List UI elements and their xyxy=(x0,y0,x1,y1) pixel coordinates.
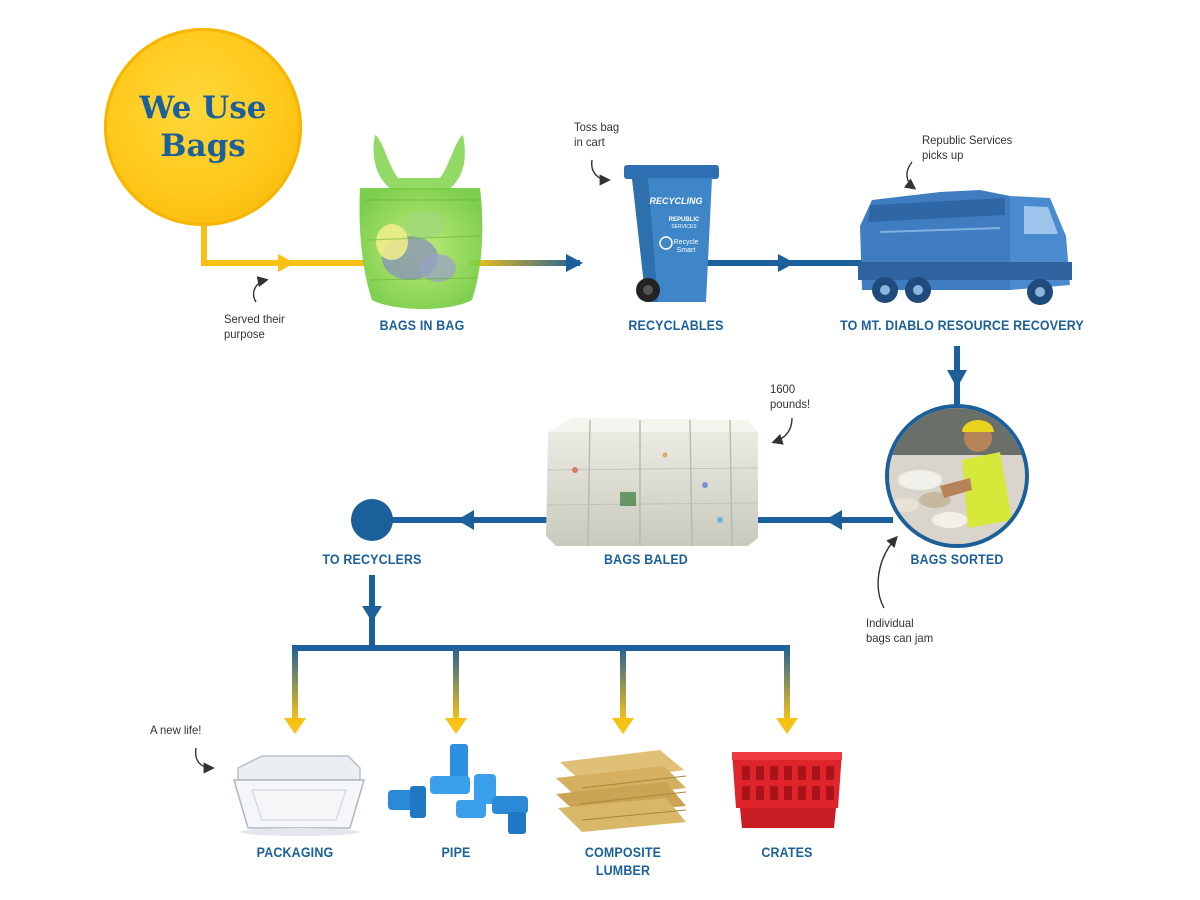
bale-image xyxy=(546,418,759,547)
cart-label: RECYCLING xyxy=(649,196,702,206)
label-bags-in-bag: BAGS IN BAG xyxy=(379,318,465,333)
note-jam-line1: Individual xyxy=(866,616,914,630)
note-served-line1: Served their xyxy=(224,312,285,326)
curved-arrow-icon xyxy=(771,417,793,445)
curved-arrow-icon xyxy=(591,159,611,186)
flow-arrow-left-2 xyxy=(457,510,474,530)
curved-arrow-icon xyxy=(252,276,269,303)
note-jam-line2: bags can jam xyxy=(866,631,934,645)
note-new-life-line1: A new life! xyxy=(150,723,202,737)
note-pounds: 1600 pounds! xyxy=(770,382,810,412)
label-lumber-2: LUMBER xyxy=(595,863,651,878)
hero-title: We Use Bags xyxy=(139,90,267,164)
note-toss-line2: in cart xyxy=(574,135,605,149)
flow-arrow-left-1 xyxy=(825,510,842,530)
note-new-life: A new life! xyxy=(150,723,201,738)
label-to-recyclers: TO RECYCLERS xyxy=(322,552,422,567)
pipe-image xyxy=(388,744,528,834)
gradient-connector xyxy=(470,260,580,266)
label-bags-baled: BAGS BALED xyxy=(604,552,688,567)
crate-image xyxy=(732,752,842,828)
note-pounds-line1: 1600 xyxy=(770,382,796,396)
label-mt-diablo: TO MT. DIABLO RESOURCE RECOVERY xyxy=(840,318,1084,333)
trunk-arrow xyxy=(362,606,382,622)
note-toss: Toss bag in cart xyxy=(574,120,619,150)
label-bags-sorted: BAGS SORTED xyxy=(910,552,1004,567)
note-republic: Republic Services picks up xyxy=(922,133,1012,163)
flow-arrow-blue-2 xyxy=(778,254,795,272)
we-use-bags-circle: We Use Bags xyxy=(104,28,302,226)
recycling-cart-image: RECYCLING REPUBLIC SERVICES Recycle Smar… xyxy=(624,165,719,302)
note-served: Served their purpose xyxy=(224,312,285,342)
label-packaging: PACKAGING xyxy=(256,845,334,860)
branch-pipe xyxy=(453,645,459,720)
branch-packaging xyxy=(292,645,298,720)
label-crates: CRATES xyxy=(761,845,813,860)
curved-arrow-icon xyxy=(903,161,917,190)
branch-lumber xyxy=(620,645,626,720)
note-republic-line1: Republic Services xyxy=(922,133,1013,147)
flow-arrow-blue-1 xyxy=(566,254,583,272)
label-pipe: PIPE xyxy=(441,845,471,860)
note-pounds-line2: pounds! xyxy=(770,397,811,411)
garbage-truck-image xyxy=(858,190,1072,305)
label-lumber-1: COMPOSITE xyxy=(584,845,662,860)
note-republic-line2: picks up xyxy=(922,148,964,162)
yellow-connector xyxy=(201,222,365,266)
cart-brand-sub: SERVICES xyxy=(671,224,697,230)
sorting-worker-image xyxy=(885,404,1029,548)
curved-arrow-icon xyxy=(194,747,215,774)
note-toss-line1: Toss bag xyxy=(574,120,620,134)
note-served-line2: purpose xyxy=(224,327,265,341)
cart-brand: REPUBLIC xyxy=(669,217,700,223)
lumber-image xyxy=(556,750,687,832)
label-recyclables: RECYCLABLES xyxy=(628,318,724,333)
flow-arrow-down xyxy=(947,370,967,388)
branch-bar xyxy=(292,645,790,651)
curved-arrow-icon xyxy=(877,535,898,609)
to-recyclers-node xyxy=(351,499,393,541)
bag-image xyxy=(359,135,483,309)
flow-arrow-yellow xyxy=(278,254,295,272)
cart-smart-2: Smart xyxy=(677,247,696,254)
flow-lines xyxy=(201,222,967,734)
cart-smart-1: Recycle xyxy=(674,239,699,246)
packaging-image xyxy=(233,755,365,836)
note-jam: Individual bags can jam xyxy=(866,616,933,646)
branch-crates xyxy=(784,645,790,720)
